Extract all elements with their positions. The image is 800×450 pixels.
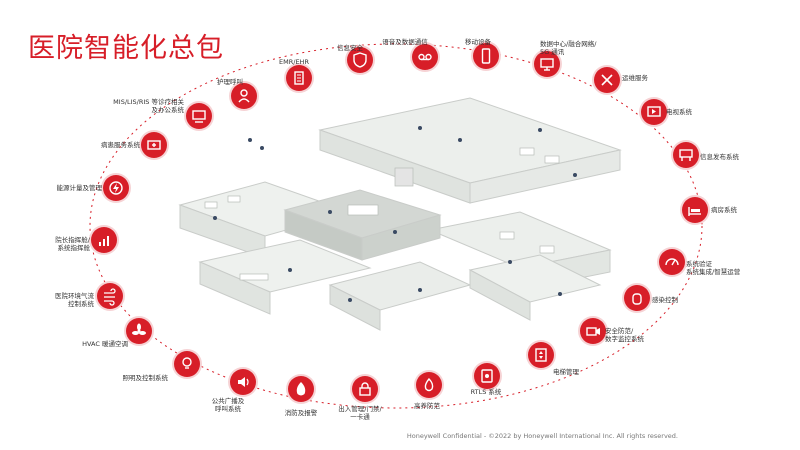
bulb-icon <box>182 357 192 369</box>
patient-icon <box>147 140 161 150</box>
footer-copyright: Honeywell Confidential - ©2022 by Honeyw… <box>406 432 678 440</box>
dashboard-icon <box>99 236 109 246</box>
system-node-label: 系统验证 系统集成/智慧运营 <box>686 260 741 276</box>
system-node <box>580 318 606 344</box>
system-node-label: 消防及报警 <box>284 409 318 417</box>
hand-icon <box>632 293 642 305</box>
system-node <box>141 132 167 158</box>
energy-icon <box>109 181 123 195</box>
monitor-icon <box>540 58 554 71</box>
system-node-label: 电梯管理 <box>553 368 579 376</box>
gauge-icon <box>665 258 679 266</box>
shield-icon <box>353 52 367 68</box>
system-node <box>682 197 708 223</box>
system-node <box>416 372 442 398</box>
system-node-label: 数据中心/融合网络/ 5G 通讯 <box>540 40 597 56</box>
system-node-label: RTLS 系统 <box>470 388 502 396</box>
system-node <box>174 351 200 377</box>
system-node <box>288 376 314 402</box>
system-node <box>231 83 257 109</box>
elevator-icon <box>535 348 547 362</box>
system-node <box>286 65 312 91</box>
flame-icon <box>424 377 434 392</box>
system-node <box>659 249 685 275</box>
fire-icon <box>296 382 306 396</box>
system-node-label: EMR/EHR <box>279 58 309 66</box>
lock-icon <box>359 382 371 396</box>
system-node-label: MIS/LIS/RIS 等诊疗相关 及办公系统 <box>113 98 184 114</box>
system-node <box>230 369 256 395</box>
system-node <box>126 318 152 344</box>
system-node-label: 院长指挥舱/ 系统指挥舱 <box>55 236 90 252</box>
system-node-label: 安全防范/ 数字监控系统 <box>605 327 644 343</box>
system-node <box>473 43 499 69</box>
bed-icon <box>688 207 701 216</box>
tracker-icon <box>481 369 493 383</box>
system-node-label: 能源计量及管理 <box>56 184 103 192</box>
system-node-label: 病房系统 <box>711 206 737 214</box>
system-node-label: 感染控制 <box>652 296 678 304</box>
system-node <box>91 227 117 253</box>
speaker-icon <box>238 377 249 387</box>
system-node-label: 病患服务系统 <box>101 141 140 149</box>
system-node-label: 照明及控制系统 <box>122 374 169 382</box>
airflow-icon <box>104 288 116 306</box>
system-node <box>673 142 699 168</box>
system-node <box>474 363 500 389</box>
system-node-label: 公共广播及 呼叫系统 <box>211 397 245 413</box>
system-node <box>624 285 650 311</box>
system-node-label: 信息安全 <box>337 44 363 52</box>
system-node <box>641 99 667 125</box>
system-node-label: 移动设备 <box>465 38 491 46</box>
nurse-icon <box>238 89 250 103</box>
system-node-label: 语音及数据通信 <box>382 38 428 46</box>
system-node <box>103 175 129 201</box>
system-node <box>412 44 438 70</box>
system-node <box>352 376 378 402</box>
system-node <box>186 103 212 129</box>
page-title: 医院智能化总包 <box>28 33 224 64</box>
tools-icon <box>601 74 613 86</box>
mobile-icon <box>481 48 491 64</box>
voicemail-icon <box>418 53 432 61</box>
system-node-label: 护理呼叫 <box>217 78 243 86</box>
camera-icon <box>586 327 600 336</box>
system-node-label: 出入管理/门禁/ 一卡通 <box>338 405 382 421</box>
fan-icon <box>132 323 146 335</box>
records-icon <box>294 71 304 85</box>
system-node-label: 医院环境气流 控制系统 <box>55 292 94 308</box>
system-node-label: HVAC 暖通空调 <box>82 340 128 348</box>
system-node <box>528 342 554 368</box>
system-node-label: 运维服务 <box>622 74 648 82</box>
system-node-label: 电视系统 <box>666 108 692 116</box>
computer-icon <box>192 110 206 123</box>
system-node-label: 信息发布系统 <box>700 153 739 161</box>
signboard-icon <box>679 149 693 161</box>
system-node-label: 高养防范 <box>414 402 440 410</box>
tv-icon <box>647 106 661 117</box>
system-node <box>347 47 373 73</box>
system-node <box>594 67 620 93</box>
system-node <box>97 283 123 309</box>
system-node <box>534 51 560 77</box>
